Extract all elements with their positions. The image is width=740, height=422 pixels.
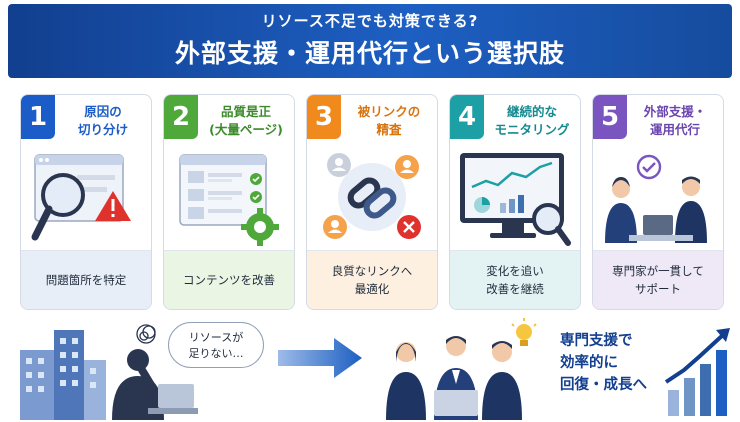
consultants-illustration — [605, 154, 707, 243]
check-icon — [636, 154, 662, 180]
support-team-illustration — [386, 318, 537, 420]
step-card-5: 5 外部支援・ 運用代行 専門家が一貫して サポート — [592, 94, 724, 310]
step-number: 3 — [307, 95, 341, 139]
step-description: 問題箇所を特定 — [21, 250, 151, 309]
step-card-3: 3 被リンクの 精査 良質なリンクへ 最適化 — [306, 94, 438, 310]
confused-scribble-icon — [136, 324, 156, 344]
monitor-chart-icon — [460, 153, 571, 246]
checklist-icon — [179, 154, 279, 246]
step-number: 2 — [164, 95, 198, 139]
step-card-4: 4 継続的な モニタリング 変化を追い 改善を継続 — [449, 94, 581, 310]
step-description: コンテンツを改善 — [164, 250, 294, 309]
step-title: 継続的な モニタリング — [494, 104, 570, 137]
growth-chart-icon — [664, 328, 730, 416]
step-title: 外部支援・ 運用代行 — [643, 104, 707, 137]
magnifier-icon — [31, 154, 131, 241]
header-title: 外部支援・運用代行という選択肢 — [174, 39, 565, 68]
user-icon — [395, 155, 419, 179]
step-title: 品質是正 (大量ページ) — [209, 104, 283, 137]
speech-bubble: リソースが 足りない… — [168, 322, 264, 368]
arrow-right-icon — [278, 338, 362, 378]
step-number: 5 — [593, 95, 627, 139]
step-description: 専門家が一貫して サポート — [593, 250, 723, 309]
step-number: 1 — [21, 95, 55, 139]
link-icon — [323, 153, 421, 239]
overwhelmed-worker-illustration — [20, 324, 198, 420]
header-banner: リソース不足でも対策できる? 外部支援・運用代行という選択肢 — [8, 4, 732, 78]
lightbulb-icon — [511, 318, 537, 346]
step-description: 良質なリンクへ 最適化 — [307, 250, 437, 309]
cross-icon — [397, 215, 421, 239]
step-card-2: 2 品質是正 (大量ページ) コンテンツを改善 — [163, 94, 295, 310]
warning-icon — [95, 191, 131, 221]
step-card-1: 1 原因の 切り分け 問題箇所を特定 — [20, 94, 152, 310]
gear-icon — [241, 208, 279, 246]
step-title: 原因の 切り分け — [77, 104, 128, 137]
step-number: 4 — [450, 95, 484, 139]
step-title: 被リンクの 精査 — [357, 104, 421, 137]
step-description: 変化を追い 改善を継続 — [450, 250, 580, 309]
header-subtitle: リソース不足でも対策できる? — [261, 12, 479, 30]
conclusion-text: 専門支援で 効率的に 回復・成長へ — [560, 333, 647, 393]
